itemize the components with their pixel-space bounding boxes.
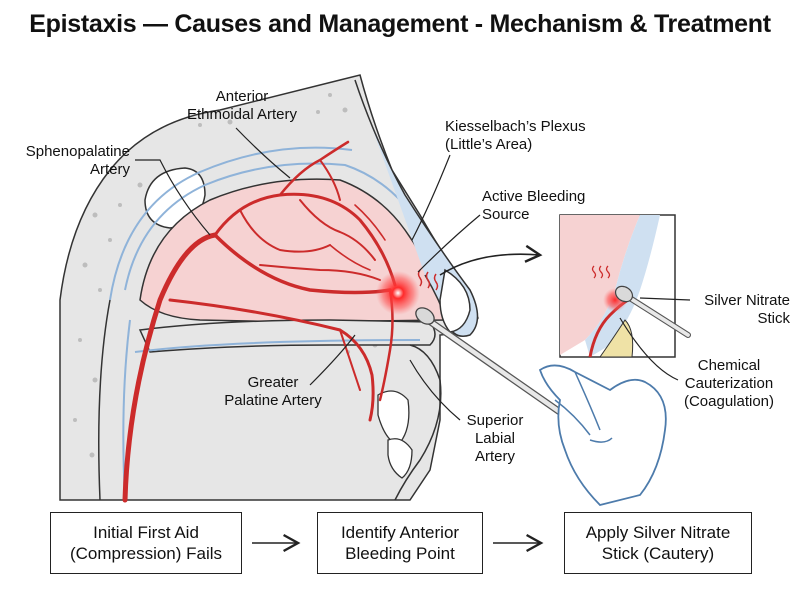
inset-detail: [559, 214, 691, 358]
ethmoidal-top: [319, 159, 341, 201]
label-sphenopalatine: Sphenopalatine Artery: [25, 143, 130, 178]
mucosa-membrane-outer: [109, 146, 353, 301]
hard-palate: [138, 319, 436, 353]
arterial-network: [122, 140, 397, 503]
septal-branch-6: [329, 244, 371, 271]
hand-outline: [538, 364, 667, 506]
septal-branch-5: [354, 204, 386, 241]
step-box-identify: Identify Anterior Bleeding Point: [317, 512, 483, 574]
incisor-tooth-2: [387, 438, 413, 479]
leader-lines: [135, 127, 691, 421]
step-box-first-aid: Initial First Aid (Compression) Fails: [50, 512, 242, 574]
greater-palatine-vessel: [168, 298, 375, 422]
label-kiesselbach: Kiesselbach’s Plexus (Little’s Area): [445, 118, 586, 153]
palate-membrane: [134, 339, 421, 353]
septal-branch-2: [239, 209, 331, 253]
callout-arrow: [439, 244, 543, 276]
label-silver-nitrate: Silver Nitrate Stick: [704, 292, 790, 327]
hand-finger-1: [574, 371, 601, 431]
septal-branch-3: [299, 199, 376, 261]
nostril-ala: [439, 268, 471, 333]
label-greater-palatine: Greater Palatine Artery: [224, 374, 322, 409]
pharynx-wall: [98, 299, 111, 501]
label-anterior-ethmoidal: Anterior Ethmoidal Artery: [186, 88, 298, 123]
bleeding-wavy-lines: [417, 269, 439, 291]
label-chemical-cauterization: Chemical Cauterization (Coagulation): [683, 357, 775, 410]
main-artery-trunk: [122, 232, 218, 503]
hand-finger-2: [554, 399, 591, 436]
upper-lip: [394, 344, 442, 501]
page-title: Epistaxis — Causes and Management - Mech…: [29, 10, 771, 38]
sphenopalatine-branch: [213, 233, 392, 295]
label-superior-labial: Superior Labial Artery: [466, 412, 524, 465]
step-box-cautery: Apply Silver Nitrate Stick (Cautery): [564, 512, 752, 574]
bleeding-source: [376, 271, 420, 315]
septal-branch-1: [213, 192, 397, 287]
incisor-tooth: [377, 390, 410, 446]
labial-vessel-2: [339, 329, 361, 391]
septal-branch-4: [259, 264, 381, 281]
hand-thumb: [589, 437, 613, 443]
label-active-bleeding: Active Bleeding Source: [482, 188, 586, 223]
